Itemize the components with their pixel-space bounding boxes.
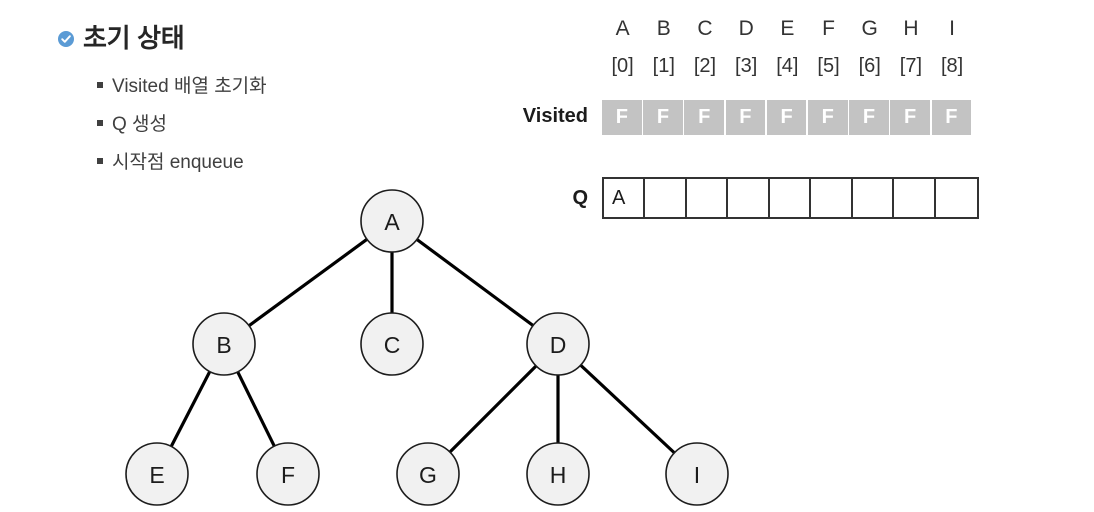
array-column-header: A (615, 17, 630, 40)
tree-node-circle (665, 442, 729, 506)
visited-cell: F (766, 100, 807, 135)
queue-cell (894, 179, 936, 217)
list-item-label: 시작점 enqueue (112, 152, 244, 173)
visited-cell: F (807, 100, 848, 135)
array-index-header: [1] (652, 55, 675, 77)
tree-node-label: E (149, 462, 164, 488)
array-index-headers: [0] [1] [2] [3] [4] [5] [6] [7] [8] (602, 56, 973, 76)
tree-edge (578, 363, 677, 455)
tree-node-circle (396, 442, 460, 506)
queue-cell: A (604, 179, 646, 217)
visited-cell: F (890, 100, 930, 135)
tree-edge (448, 364, 538, 454)
queue-cell (770, 179, 812, 217)
array-column-header: B (656, 17, 671, 40)
queue-cell (811, 179, 853, 217)
array-column-header: E (780, 17, 795, 40)
list-item-label: Q 생성 (112, 114, 168, 135)
tree-node-circle (360, 189, 424, 253)
tree-node-group: A B C D E F G H I (125, 189, 729, 506)
tree-node[interactable]: F (256, 442, 320, 506)
tree-node[interactable]: A (360, 189, 424, 253)
visited-cell: F (725, 100, 766, 135)
array-index-header: [5] (817, 55, 840, 77)
tree-node-label: I (694, 462, 700, 488)
list-item: Q 생성 (97, 115, 427, 153)
tree-node-label: A (384, 209, 400, 235)
queue-label: Q (572, 187, 588, 209)
tree-node-label: H (550, 462, 567, 488)
tree-edge (235, 370, 277, 448)
tree-edge (415, 237, 535, 328)
bullet-square-icon (97, 120, 103, 126)
tree-node-circle (192, 312, 256, 376)
tree-edge (169, 369, 212, 449)
tree-node-circle (256, 442, 320, 506)
tree-node-label: B (216, 332, 231, 358)
tree-node-circle (360, 312, 424, 376)
page-title: 초기 상태 (83, 23, 185, 53)
slide-heading: 초기 상태 (58, 23, 185, 53)
array-column-header: C (697, 17, 713, 40)
array-column-header: F (822, 17, 835, 40)
array-index-header: [3] (735, 55, 758, 77)
tree-node[interactable]: C (360, 312, 424, 376)
array-index-header: [7] (899, 55, 923, 77)
visited-cell: F (931, 100, 972, 135)
array-index-header: [8] (940, 55, 964, 77)
array-index-header: [0] (611, 55, 634, 77)
queue-cell (728, 179, 770, 217)
array-index-header: [4] (776, 55, 799, 77)
array-index-header: [2] (693, 55, 717, 77)
tree-node-label: G (419, 462, 437, 488)
array-column-header: G (861, 17, 878, 40)
list-item: Visited 배열 초기화 (97, 77, 427, 115)
tree-node[interactable]: I (665, 442, 729, 506)
queue-cell (853, 179, 895, 217)
array-column-header: H (903, 17, 919, 40)
tree-node-label: D (550, 332, 567, 358)
tree-edge-group (169, 237, 677, 455)
tree-node-circle (125, 442, 189, 506)
queue-cell (936, 179, 977, 217)
visited-cell: F (849, 100, 889, 135)
tree-node-label: F (281, 462, 295, 488)
list-item-label: Visited 배열 초기화 (112, 76, 267, 97)
queue-cell (645, 179, 687, 217)
tree-node-circle (526, 442, 590, 506)
tree-node[interactable]: H (526, 442, 590, 506)
bullet-square-icon (97, 158, 103, 164)
visited-cell: F (602, 100, 642, 135)
tree-edge (247, 237, 369, 328)
visited-cell: F (643, 100, 683, 135)
tree-node[interactable]: B (192, 312, 256, 376)
array-column-header: D (738, 17, 754, 40)
array-column-header: I (949, 17, 956, 40)
tree-node-label: C (384, 332, 401, 358)
bullet-square-icon (97, 82, 103, 88)
array-index-header: [6] (858, 55, 881, 77)
tree-node[interactable]: E (125, 442, 189, 506)
tree-node[interactable]: D (526, 312, 590, 376)
bullet-list: Visited 배열 초기화 Q 생성 시작점 enqueue (97, 77, 427, 191)
visited-cell: F (684, 100, 725, 135)
tree-node-circle (526, 312, 590, 376)
queue-cell (687, 179, 729, 217)
array-column-headers: A B C D E F G H I (602, 18, 973, 39)
queue-row: A (602, 177, 979, 219)
tree-node[interactable]: G (396, 442, 460, 506)
visited-array-label: Visited (522, 105, 588, 127)
list-item: 시작점 enqueue (97, 153, 427, 191)
check-circle-icon (58, 31, 74, 47)
array-header-block: A B C D E F G H I [0] [1] [2] [3] [4] [5] [6] [7] [8] (602, 18, 973, 76)
